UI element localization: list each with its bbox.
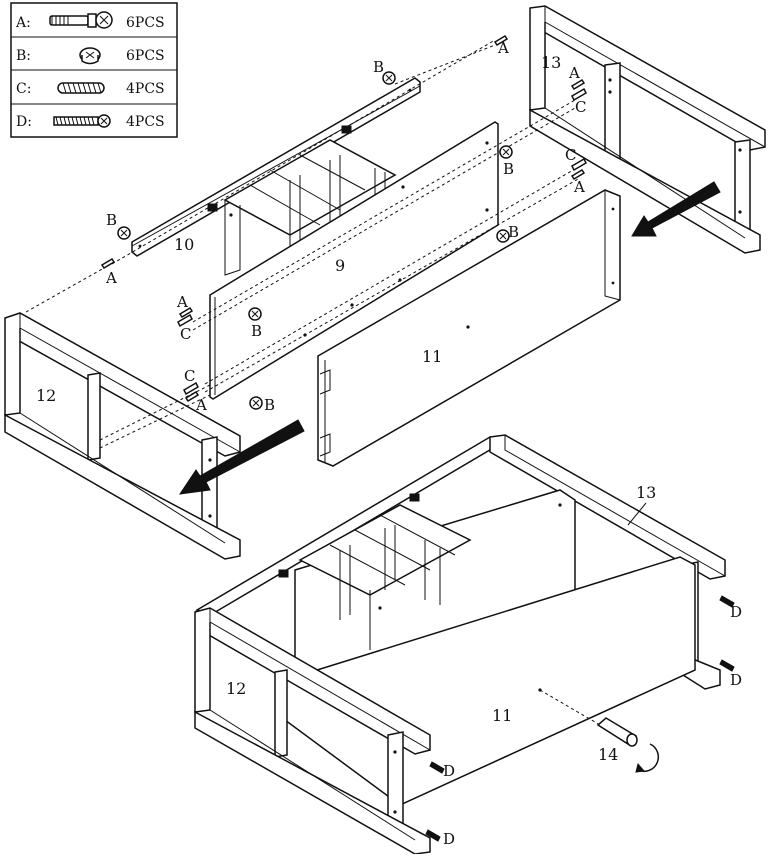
hw-label-c: C [565, 146, 576, 164]
dowel-marker [571, 157, 587, 172]
legend-qty-d: 4PCS [126, 114, 165, 130]
legend-letter-b: B: [16, 48, 31, 64]
cam-bolt-marker [100, 257, 116, 270]
hw-label-d: D [730, 671, 742, 689]
hw-label-a: A [105, 269, 117, 287]
hw-label-b: B [508, 223, 519, 241]
direction-arrow-left [178, 419, 305, 495]
rail-clip [207, 203, 218, 212]
cam-lock-marker [382, 71, 396, 85]
knob-14 [596, 717, 638, 747]
label-9: 9 [335, 256, 345, 275]
rail-10: 10 [131, 77, 421, 257]
legend-qty-b: 6PCS [126, 48, 165, 64]
frame-13-top: 13 [529, 5, 766, 254]
hardware-callouts-upper: A A A A A A C C C [100, 34, 587, 414]
direction-arrow-right [631, 181, 721, 237]
cam-bolt-marker [178, 306, 194, 319]
legend-letter-a: A: [15, 15, 31, 31]
cam-bolt-marker [184, 390, 200, 403]
parts-legend: A: 6PCS B: 6PCS C: 4PCS D: [10, 2, 178, 138]
hw-label-b: B [264, 396, 275, 414]
legend-qty-a: 6PCS [126, 15, 165, 31]
cam-lock-marker [499, 145, 513, 159]
label-12-bottom: 12 [226, 679, 246, 698]
panel-11-top: 11 [317, 189, 621, 467]
cam-bolt-marker [570, 78, 586, 91]
hw-label-b: B [373, 58, 384, 76]
hw-label-a: A [195, 396, 207, 414]
hw-label-b: B [503, 160, 514, 178]
cam-lock-marker [117, 226, 131, 240]
leader-line [627, 502, 647, 526]
hw-label-a: A [568, 64, 580, 82]
cam-bolt-icon [49, 11, 113, 29]
alignment-guides [25, 39, 581, 449]
hw-label-a: A [176, 293, 188, 311]
frame-12-top: 12 [4, 312, 241, 560]
hw-label-c: C [184, 367, 195, 385]
screw-marker [429, 761, 445, 774]
screw-marker [425, 829, 441, 842]
hw-label-d: D [443, 762, 455, 780]
label-13-bottom: 13 [636, 483, 656, 502]
rotate-arrow-icon [635, 743, 660, 773]
cam-lock-marker [248, 307, 262, 321]
screw-marker [719, 659, 735, 672]
hw-label-b: B [106, 211, 117, 229]
label-12-top: 12 [36, 386, 56, 405]
dowel-marker [177, 313, 193, 328]
hw-label-c: C [180, 325, 191, 343]
hw-label-d: D [443, 830, 455, 848]
legend-letter-d: D: [16, 114, 32, 130]
screw-marker [719, 595, 735, 608]
dowel-marker [183, 381, 199, 396]
label-10: 10 [174, 235, 194, 254]
dowel-marker [571, 87, 587, 102]
legend-letter-c: C: [16, 81, 31, 97]
cam-lock-marker [496, 229, 510, 243]
hw-label-a: A [497, 39, 509, 57]
cam-lock-icon [79, 47, 101, 65]
hw-label-a: A [573, 178, 585, 196]
legend-qty-c: 4PCS [126, 81, 165, 97]
cam-bolt-marker [493, 34, 509, 47]
hw-label-b: B [251, 322, 262, 340]
cam-bolt-marker [570, 168, 586, 181]
screw-icon [53, 114, 111, 128]
assembled-unit: 13 11 12 D [194, 434, 742, 855]
label-13-top: 13 [541, 53, 561, 72]
label-14: 14 [598, 745, 618, 764]
hw-label-c: C [575, 98, 586, 116]
hw-label-d: D [730, 603, 742, 621]
cam-lock-marker [249, 396, 263, 410]
wooden-dowel-icon [57, 82, 105, 94]
inner-shelf-unit [223, 139, 397, 276]
label-11-top: 11 [422, 347, 442, 366]
label-11-bottom: 11 [492, 706, 512, 725]
